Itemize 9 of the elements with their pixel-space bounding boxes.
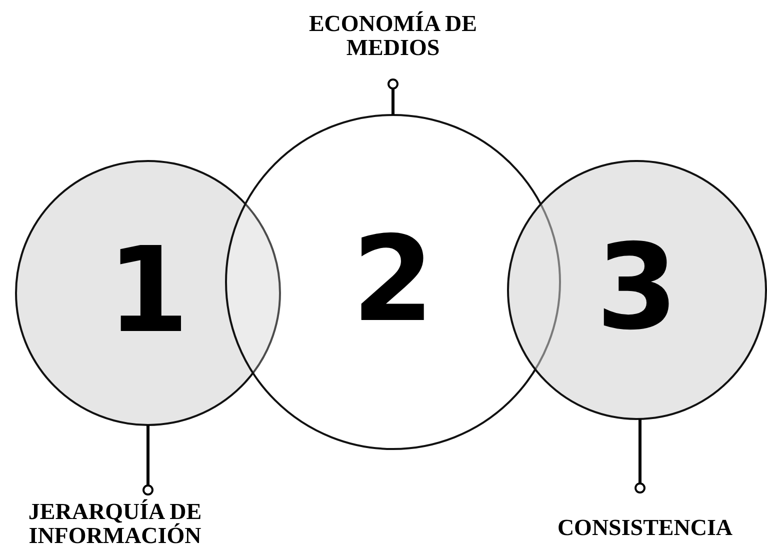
- callout-label: ECONOMÍA DE MEDIOS: [283, 12, 503, 60]
- circle-number: 1: [106, 231, 190, 349]
- leader-line: [388, 78, 398, 115]
- circle-number: 2: [350, 220, 436, 338]
- circle-number: 3: [594, 228, 680, 346]
- leader-line: [634, 418, 646, 494]
- leader-line: [142, 425, 154, 496]
- callout-label: JERARQUÍA DE INFORMACIÓN: [10, 500, 220, 548]
- callout-label: CONSISTENCIA: [530, 516, 760, 540]
